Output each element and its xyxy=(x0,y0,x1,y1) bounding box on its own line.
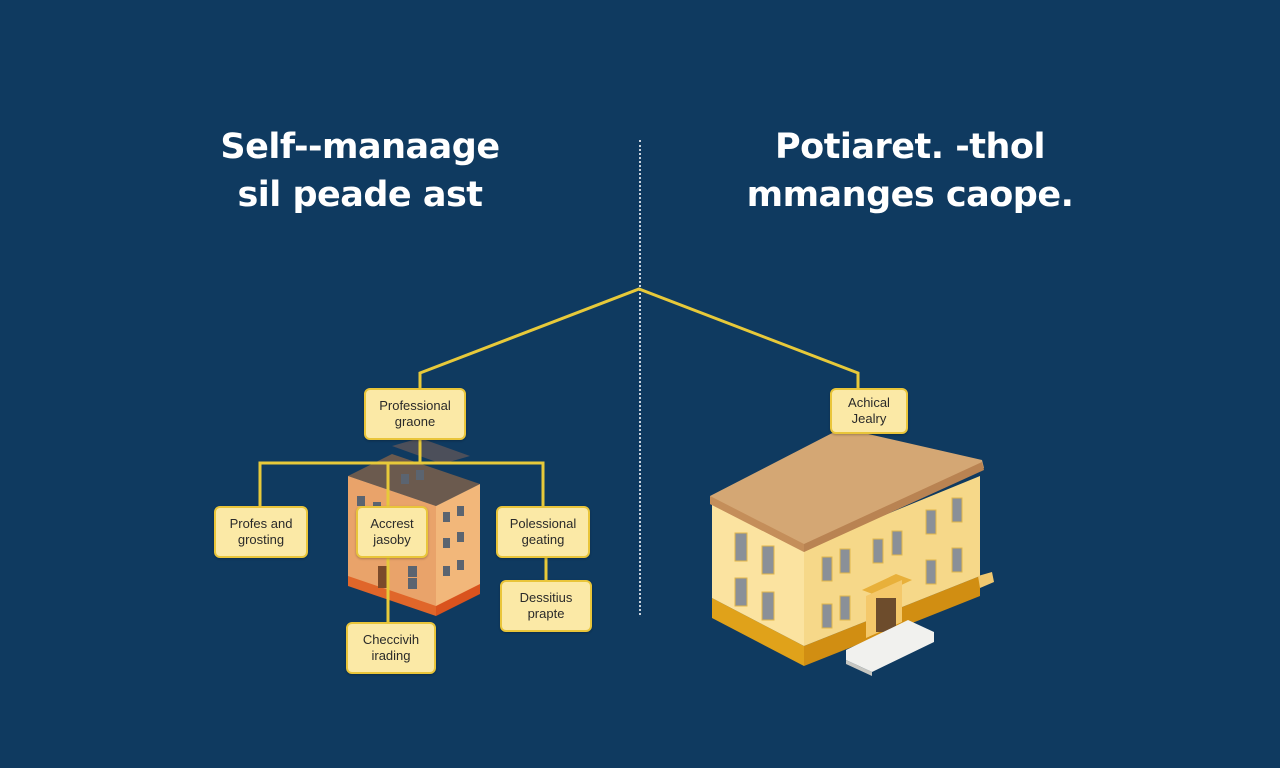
node-label-line-1: Dessitius xyxy=(519,590,573,605)
school-building-icon xyxy=(710,428,994,676)
left-tree-root-node: Professional graone xyxy=(364,388,466,440)
node-label-line-2: Jealry xyxy=(851,411,887,426)
node-label-line-1: Checcivih xyxy=(362,632,420,647)
apex-connectors xyxy=(418,287,860,388)
node-label-line-1: Polessional xyxy=(509,516,577,531)
left-heading-line-2: sil peade ast xyxy=(237,175,483,215)
node-label-line-1: Achical xyxy=(848,395,890,410)
right-heading-line-2: mmanges caope. xyxy=(746,175,1074,215)
left-tree-grandchild-center-node: Checcivih irading xyxy=(346,622,436,674)
left-tree-connectors xyxy=(258,440,548,622)
node-label-line-1: Profes and xyxy=(229,516,293,531)
node-label-line-2: geating xyxy=(521,532,565,547)
node-label-line-2: jasoby xyxy=(373,532,411,547)
right-heading-line-1: Potiaret. -thol xyxy=(775,127,1045,167)
right-heading: Potiaret. -thol mmanges caope. xyxy=(740,123,1080,219)
left-tree-child-left-node: Profes and grosting xyxy=(214,506,308,558)
left-tree-child-right-node: Polessional geating xyxy=(496,506,590,558)
node-label-line-2: graone xyxy=(394,414,436,429)
left-tree-child-center-node: Accrest jasoby xyxy=(356,506,428,558)
apex-connector-lines xyxy=(418,287,860,388)
center-divider xyxy=(639,140,641,615)
left-heading: Self--manaage sil peade ast xyxy=(180,123,540,219)
node-label-line-1: Accrest xyxy=(370,516,414,531)
node-label-line-2: grosting xyxy=(237,532,285,547)
node-label-line-1: Professional xyxy=(379,398,451,413)
left-heading-line-1: Self--manaage xyxy=(220,127,500,167)
node-label-line-2: irading xyxy=(371,648,411,663)
left-tree-grandchild-right-node: Dessitius prapte xyxy=(500,580,592,632)
node-label-line-2: prapte xyxy=(527,606,565,621)
right-tree-root-node: Achical Jealry xyxy=(830,388,908,434)
